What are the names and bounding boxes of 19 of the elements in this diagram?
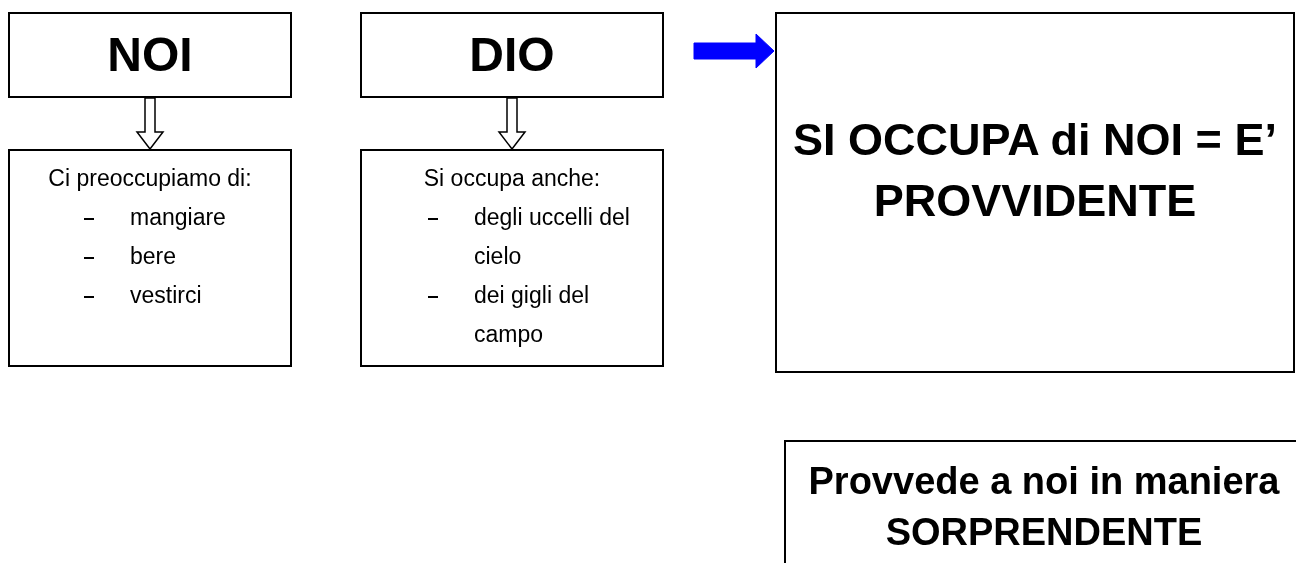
heading-text: SI OCCUPA di NOI = E’ PROVVIDENTE — [792, 113, 1278, 228]
hollow-arrow — [135, 97, 165, 151]
text-box — [360, 12, 664, 98]
text-box — [775, 12, 1295, 373]
heading-text: DIO — [469, 26, 555, 83]
heading-text: NOI — [107, 26, 193, 83]
intro-text: Ci preoccupiamo di: — [48, 164, 252, 193]
text-box — [360, 149, 664, 367]
text-box — [784, 440, 1296, 563]
list-item-text: bere — [130, 242, 178, 271]
block-arrow — [693, 33, 775, 69]
text-box — [8, 149, 292, 367]
list-item-text: dei gigli del campo — [474, 281, 591, 349]
list-item-text: mangiare — [130, 203, 227, 232]
intro-text: Si occupa anche: — [423, 164, 601, 193]
hollow-arrow — [497, 97, 527, 151]
heading-text: Provvede a noi in maniera SORPRENDENTE — [807, 459, 1281, 556]
list-item-text: vestirci — [130, 281, 203, 310]
text-box — [8, 12, 292, 98]
